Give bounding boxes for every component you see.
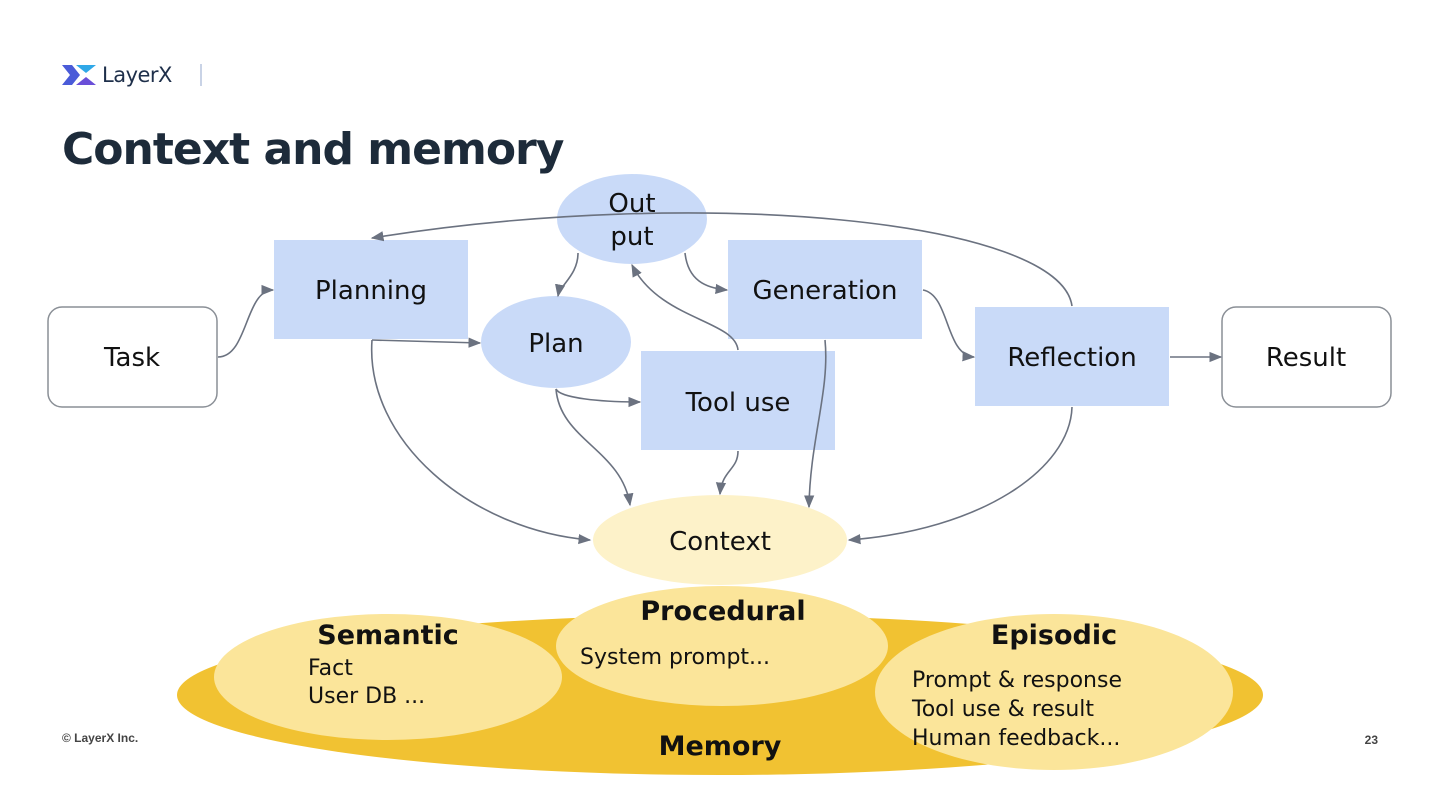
- planning-node: [274, 240, 468, 339]
- page-title: Context and memory: [62, 124, 564, 175]
- semantic-ellipse: [214, 614, 562, 740]
- procedural-item-1: System prompt...: [580, 645, 770, 670]
- logo-divider: [200, 64, 202, 86]
- arrow-generation-context: [804, 339, 827, 509]
- reflection-label: Reflection: [1007, 343, 1136, 373]
- arrow-tooluse-output: [631, 263, 739, 351]
- tool-use-node: [641, 351, 835, 450]
- episodic-item-1: Prompt & response: [912, 668, 1122, 693]
- arrow-reflection-planning: [370, 212, 1073, 307]
- episodic-item-3: Human feedback...: [912, 726, 1120, 751]
- context-label: Context: [669, 527, 771, 557]
- arrow-plan-context: [555, 388, 634, 507]
- generation-label: Generation: [752, 276, 897, 306]
- reflection-node: [975, 307, 1169, 406]
- layerx-logo-icon: [62, 65, 96, 85]
- episodic-ellipse: [875, 614, 1233, 770]
- arrow-reflection-context: [847, 406, 1073, 545]
- output-label-line2: put: [610, 222, 653, 252]
- brand-logo: LayerX: [62, 61, 172, 89]
- arrow-generation-reflection: [922, 289, 976, 362]
- arrow-output-plan: [555, 252, 579, 298]
- plan-label: Plan: [528, 329, 583, 359]
- arrow-task-planning: [217, 284, 275, 358]
- result-label: Result: [1266, 343, 1346, 373]
- memory-label: Memory: [659, 731, 782, 762]
- copyright: © LayerX Inc.: [62, 731, 139, 745]
- generation-node: [728, 240, 922, 339]
- brand-name: LayerX: [102, 63, 172, 87]
- arrow-planning-plan: [371, 337, 482, 348]
- task-label: Task: [103, 343, 160, 373]
- page-number: 23: [1364, 733, 1378, 747]
- semantic-item-2: User DB ...: [308, 684, 425, 709]
- arrow-tooluse-context: [715, 450, 739, 496]
- episodic-item-2: Tool use & result: [911, 697, 1094, 722]
- procedural-ellipse: [556, 586, 888, 706]
- context-node: [593, 495, 847, 585]
- planning-label: Planning: [315, 276, 427, 306]
- plan-node: [481, 296, 631, 388]
- episodic-title: Episodic: [991, 620, 1117, 651]
- procedural-title: Procedural: [640, 596, 805, 627]
- arrow-planning-context: [371, 339, 592, 545]
- arrow-plan-tooluse: [555, 388, 642, 408]
- output-node: [557, 174, 707, 264]
- arrow-output-generation: [684, 252, 729, 295]
- semantic-item-1: Fact: [308, 656, 353, 681]
- task-node: [47, 306, 218, 408]
- tool-use-label: Tool use: [685, 388, 791, 418]
- semantic-title: Semantic: [317, 620, 459, 651]
